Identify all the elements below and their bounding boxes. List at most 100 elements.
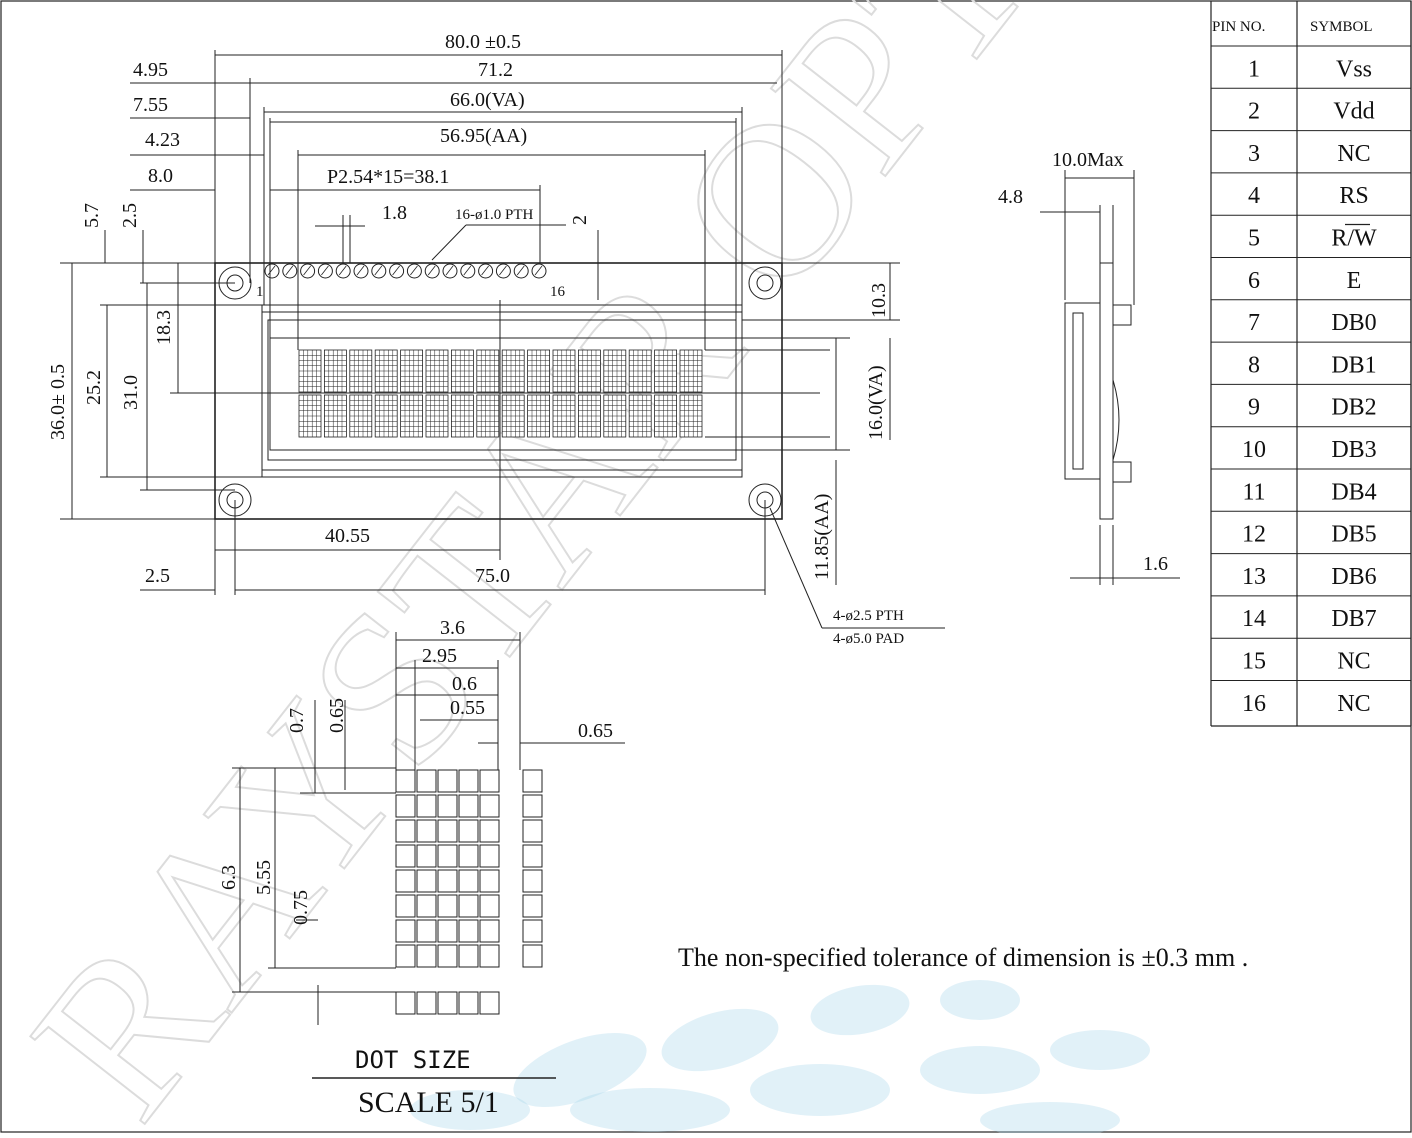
char-cell (501, 394, 525, 438)
view-area (269, 337, 737, 451)
dot (437, 894, 458, 918)
dot (479, 894, 500, 918)
dim-aa-height: 11.85(AA) (811, 494, 833, 580)
bezel (261, 304, 743, 478)
dim-pcb-offset: 4.8 (998, 186, 1023, 208)
dim-pin-holes: 16-ø1.0 PTH (455, 207, 534, 223)
dot (479, 944, 500, 968)
dim-left-3: 4.23 (145, 129, 180, 151)
character-cells (298, 349, 703, 438)
dot (458, 919, 479, 943)
pin-hole (424, 263, 440, 279)
pin-number: 3 (1248, 141, 1260, 167)
mount-hole-top-right (748, 266, 782, 300)
dim-va-height: 16.0(VA) (865, 365, 887, 440)
dim-overall-height: 36.0± 0.5 (47, 364, 69, 440)
pin-hole (335, 263, 351, 279)
dim-pin-offset: 2 (569, 215, 591, 225)
dim-char-height: 6.3 (218, 865, 240, 890)
pin-hole (460, 263, 476, 279)
pin-hole (264, 263, 280, 279)
pin-number: 14 (1242, 606, 1266, 632)
char-cell (654, 394, 677, 438)
side-pcb (1099, 262, 1114, 520)
pin-number: 4 (1248, 183, 1260, 209)
dim-char-gap: 0.65 (578, 720, 613, 742)
char-cell (374, 349, 398, 393)
dot (458, 769, 479, 793)
pin-hole (317, 263, 333, 279)
dim-hole-pitch: 71.2 (478, 59, 513, 81)
dot (395, 819, 416, 843)
pin-symbol: DB6 (1331, 564, 1376, 590)
dot (416, 894, 437, 918)
dot (479, 919, 500, 943)
pin1-label: 1 (256, 284, 264, 300)
dim-top-offset-2: 2.5 (119, 203, 141, 228)
dim-pcb-thickness: 1.6 (1143, 553, 1168, 575)
pin-hole (282, 263, 298, 279)
dot (522, 919, 543, 943)
dot (522, 869, 543, 893)
pin-symbol: E (1347, 268, 1362, 294)
char-cell (654, 349, 677, 393)
dot-matrix (395, 769, 543, 1015)
pin-symbol: DB0 (1331, 310, 1376, 336)
pin-table-row: 1 Vss (1211, 56, 1411, 89)
dot (395, 794, 416, 818)
dot (458, 944, 479, 968)
pin-number: 6 (1248, 268, 1260, 294)
dot (395, 869, 416, 893)
dot (416, 919, 437, 943)
char-cell (425, 349, 449, 393)
pcb-outline (214, 262, 783, 520)
dim-aa-width: 56.95(AA) (440, 125, 527, 147)
pin-hole (513, 263, 529, 279)
dim-overall-width: 80.0 ±0.5 (445, 31, 521, 53)
pin-table-row: 4 RS (1211, 183, 1411, 216)
char-cell (450, 394, 474, 438)
pin-symbol: DB2 (1331, 395, 1376, 421)
pin-number: 13 (1242, 564, 1266, 590)
dot-size-scale: SCALE 5/1 (358, 1086, 499, 1119)
cursor-dot (458, 991, 479, 1015)
dim-center-height: 18.3 (153, 310, 175, 345)
dim-max-thickness: 10.0Max (1052, 149, 1124, 171)
dot (479, 869, 500, 893)
char-cell (476, 394, 500, 438)
dot (522, 894, 543, 918)
cursor-dot (416, 991, 437, 1015)
dot (437, 769, 458, 793)
pin-table-header-pin: PIN NO. (1212, 19, 1265, 35)
front-view: 1 16 80.0 ±0.5 71.2 66.0(VA) 56.95(AA) (47, 31, 945, 647)
dot (416, 869, 437, 893)
dot (395, 944, 416, 968)
dim-left-4: 8.0 (148, 165, 173, 187)
char-cell (603, 394, 627, 438)
dot (395, 894, 416, 918)
dim-top-offset-1: 5.7 (81, 203, 103, 228)
dot (479, 819, 500, 843)
dim-dot-area-height: 5.55 (253, 860, 275, 895)
pin-symbol: Vss (1336, 56, 1372, 82)
dot (458, 894, 479, 918)
char-cell (323, 394, 347, 438)
char-cell (323, 349, 347, 393)
pin-number: 1 (1248, 56, 1260, 82)
dim-bezel-height: 25.2 (83, 370, 105, 405)
dot (437, 844, 458, 868)
pin-number: 11 (1242, 479, 1265, 505)
pin-hole (371, 263, 387, 279)
pin-number: 10 (1242, 437, 1266, 463)
pin-table-header-symbol: SYMBOL (1310, 19, 1373, 35)
pin-hole (389, 263, 405, 279)
pin-symbol: RS (1339, 183, 1368, 209)
dot (437, 819, 458, 843)
char-cell (374, 394, 398, 438)
